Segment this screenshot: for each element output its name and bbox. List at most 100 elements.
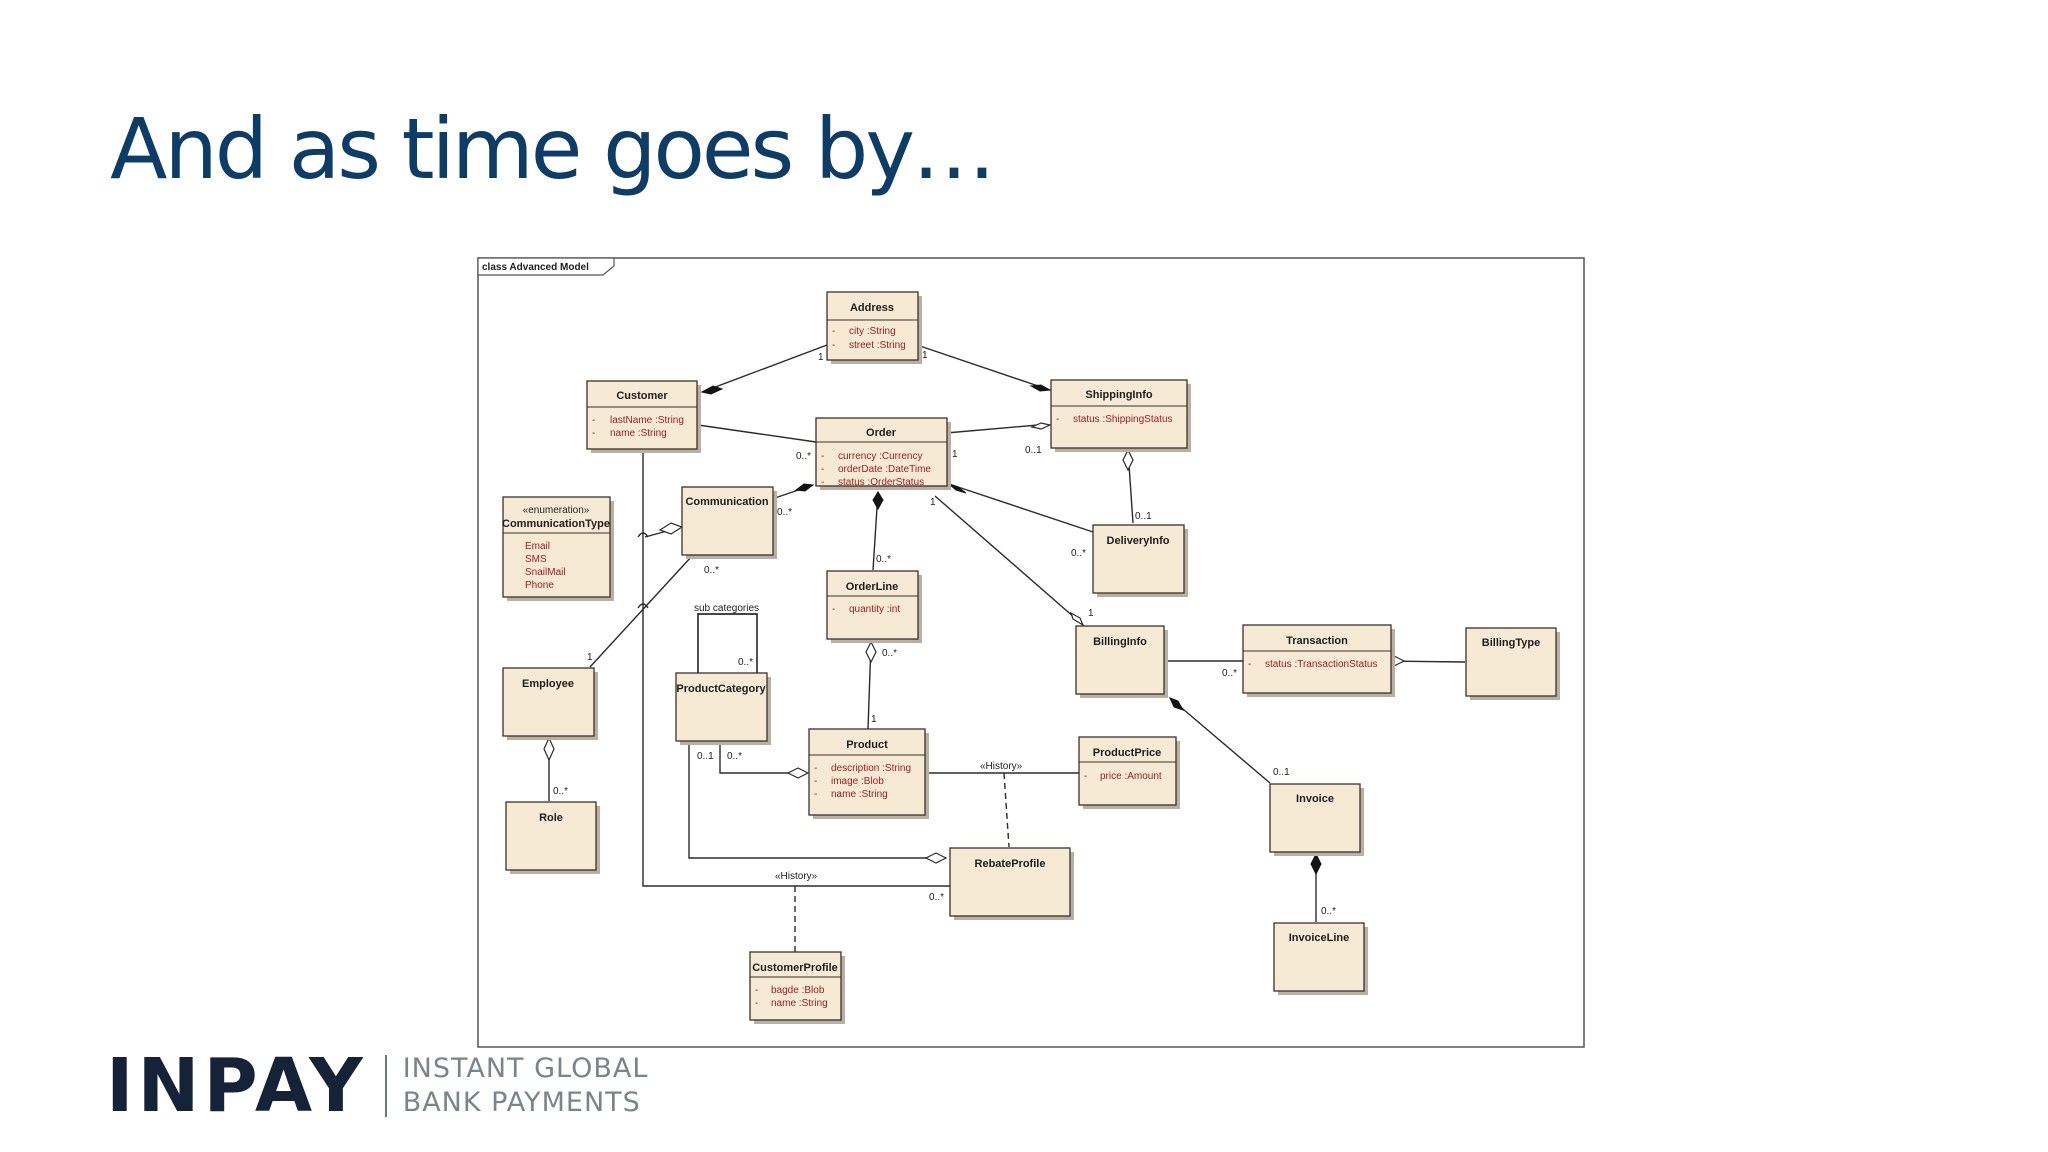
class-name: OrderLine (846, 581, 899, 593)
multiplicity: 1 (922, 350, 928, 361)
class-attribute: street :String (849, 340, 906, 351)
multiplicity: 0..* (876, 554, 891, 565)
brand-tagline-line-1: INSTANT GLOBAL (402, 1053, 649, 1084)
svg-text:-: - (1056, 414, 1059, 425)
multiplicity: 0..* (704, 565, 719, 576)
brand-footer: INPAY INSTANT GLOBAL BANK PAYMENTS (106, 1046, 648, 1126)
svg-text:-: - (592, 415, 595, 426)
multiplicity: 0..* (1321, 906, 1336, 917)
class-product[interactable]: Product - description :String - image :B… (808, 728, 929, 819)
class-communicationtype[interactable]: «enumeration» CommunicationType Email SM… (502, 496, 614, 601)
enum-literal: Email (525, 541, 550, 552)
class-stereotype: «enumeration» (523, 505, 590, 516)
line-crossings (637, 532, 649, 609)
enum-literal: SMS (525, 554, 547, 565)
association-label: «History» (775, 871, 818, 882)
class-customer[interactable]: Customer - lastName :String - name :Stri… (586, 380, 701, 453)
multiplicity: 0..* (777, 507, 792, 518)
class-shippinginfo[interactable]: ShippingInfo - status :ShippingStatus (1050, 379, 1191, 452)
class-attribute: city :String (849, 326, 896, 337)
class-deliveryinfo[interactable]: DeliveryInfo (1092, 524, 1188, 597)
self-association-productcategory: sub categories (694, 603, 759, 673)
svg-text:-: - (832, 604, 835, 615)
svg-text:-: - (821, 464, 824, 475)
class-invoice[interactable]: Invoice (1269, 783, 1364, 856)
class-productcategory[interactable]: ProductCategory (675, 672, 771, 745)
association-label: «History» (980, 761, 1023, 772)
multiplicity: 0..1 (1273, 767, 1290, 778)
class-name: ProductPrice (1093, 747, 1161, 759)
class-billingtype[interactable]: BillingType (1465, 627, 1560, 700)
class-rebateprofile[interactable]: RebateProfile (949, 847, 1074, 920)
svg-text:-: - (1084, 771, 1087, 782)
class-address[interactable]: Address - city :String - street :String (826, 291, 922, 364)
brand-tagline-line-2: BANK PAYMENTS (402, 1087, 641, 1118)
multiplicity: 0..* (882, 648, 897, 659)
class-name: RebateProfile (975, 858, 1046, 870)
multiplicity: 0..* (738, 657, 753, 668)
multiplicity: 0..* (1222, 668, 1237, 679)
svg-text:-: - (592, 428, 595, 439)
class-order[interactable]: Order - currency :Currency - orderDate :… (815, 417, 951, 490)
class-employee[interactable]: Employee (502, 667, 598, 740)
class-name: Communication (685, 496, 768, 508)
svg-text:-: - (755, 998, 758, 1009)
class-attribute: name :String (610, 428, 667, 439)
multiplicity: 1 (952, 449, 958, 460)
enum-literal: SnailMail (525, 567, 566, 578)
class-productprice[interactable]: ProductPrice - price :Amount (1078, 736, 1180, 809)
multiplicity: 0..* (929, 892, 944, 903)
class-customerprofile[interactable]: CustomerProfile - bagde :Blob - name :St… (749, 951, 845, 1024)
enum-literal: Phone (525, 580, 554, 591)
svg-text:-: - (814, 763, 817, 774)
class-attribute: image :Blob (831, 776, 884, 787)
class-orderline[interactable]: OrderLine - quantity :int (826, 570, 922, 643)
class-name: InvoiceLine (1289, 932, 1350, 944)
class-name: Employee (522, 678, 574, 690)
svg-text:-: - (1248, 659, 1251, 670)
class-attribute: lastName :String (610, 415, 684, 426)
class-attribute: status :ShippingStatus (1073, 414, 1173, 425)
class-invoiceline[interactable]: InvoiceLine (1273, 922, 1368, 995)
multiplicity: 0..1 (1135, 511, 1152, 522)
class-name: Role (539, 812, 563, 824)
brand-logo: INPAY (106, 1043, 367, 1129)
class-attribute: orderDate :DateTime (838, 464, 931, 475)
class-communication[interactable]: Communication (681, 486, 777, 559)
multiplicity: 0..* (727, 751, 742, 762)
svg-text:-: - (821, 451, 824, 462)
brand-tagline: INSTANT GLOBAL BANK PAYMENTS (403, 1052, 649, 1120)
class-attribute: bagde :Blob (771, 985, 825, 996)
class-name: ShippingInfo (1085, 389, 1152, 401)
class-name: BillingInfo (1093, 636, 1147, 648)
class-attribute: name :String (771, 998, 828, 1009)
multiplicity: 1 (1088, 608, 1094, 619)
class-role[interactable]: Role (505, 801, 600, 874)
svg-text:-: - (755, 985, 758, 996)
frame-label: class Advanced Model (482, 262, 589, 273)
svg-text:-: - (814, 789, 817, 800)
association-label: sub categories (694, 603, 759, 614)
multiplicity: 1 (818, 352, 824, 363)
class-name: Product (846, 739, 888, 751)
multiplicity: 0..* (796, 451, 811, 462)
class-attribute: price :Amount (1100, 771, 1162, 782)
multiplicity: 1 (930, 497, 936, 508)
class-billinginfo[interactable]: BillingInfo (1075, 625, 1168, 698)
svg-text:-: - (832, 340, 835, 351)
multiplicity: 0..* (553, 786, 568, 797)
diagram-frame: class Advanced Model (477, 257, 1585, 1048)
class-name: Invoice (1296, 793, 1334, 805)
association-ends (543, 384, 1406, 876)
multiplicity: 0..* (1071, 548, 1086, 559)
multiplicity: 1 (871, 714, 877, 725)
svg-text:-: - (821, 477, 824, 488)
class-attribute: description :String (831, 763, 911, 774)
class-attribute: status :TransactionStatus (1265, 659, 1377, 670)
class-attribute: currency :Currency (838, 451, 922, 462)
class-transaction[interactable]: Transaction - status :TransactionStatus (1242, 624, 1395, 697)
svg-text:-: - (814, 776, 817, 787)
class-name: DeliveryInfo (1107, 535, 1170, 547)
class-attribute: name :String (831, 789, 888, 800)
svg-text:-: - (832, 326, 835, 337)
